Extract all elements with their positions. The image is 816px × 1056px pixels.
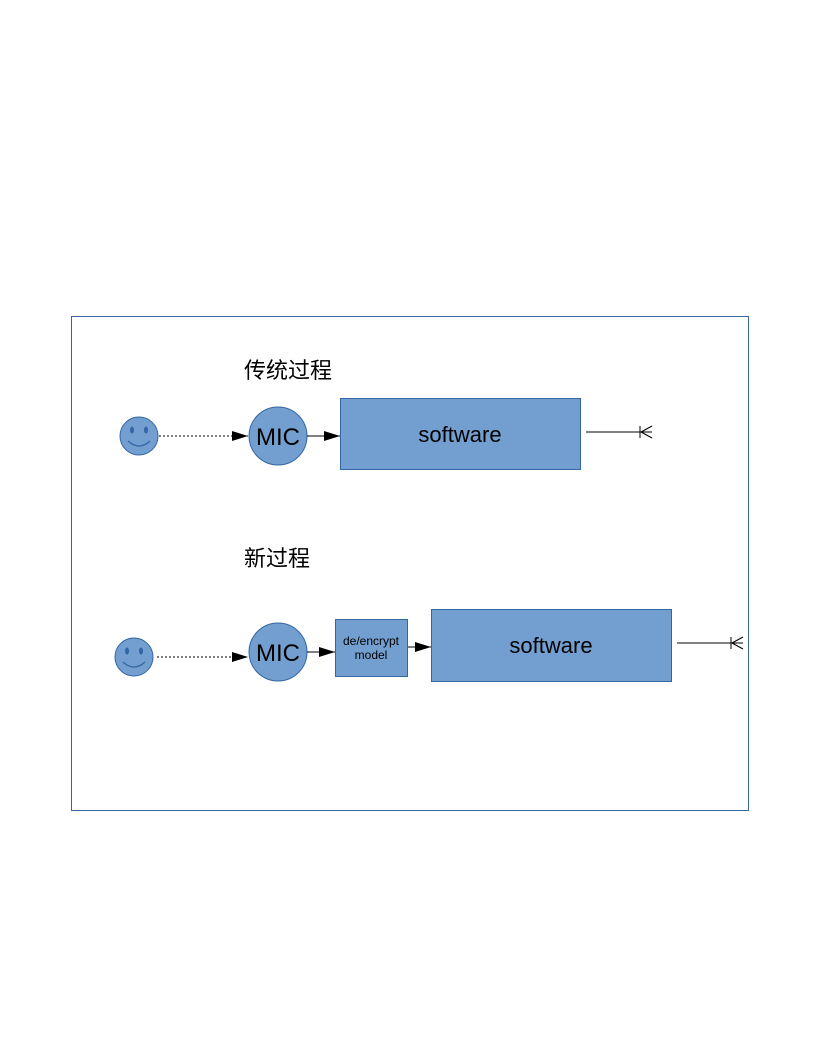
encrypt-label-line2: model [355,648,388,662]
smiley-icon [119,416,159,456]
new-process-title: 新过程 [244,547,310,572]
mic-node: MIC [248,622,308,682]
software-label: software [509,633,592,658]
mic-node: MIC [248,406,308,466]
encrypt-model-box: de/encrypt model [335,619,408,677]
mic-label: MIC [256,640,300,667]
software-box: software [340,398,581,470]
software-box: software [431,609,672,682]
mic-label: MIC [256,424,300,451]
smiley-icon [114,637,154,677]
crows-foot-connector-icon [677,636,744,650]
crows-foot-connector-icon [586,425,653,439]
new-process: 新过程 MIC de/encrypt model software [114,547,744,682]
software-label: software [418,422,501,447]
traditional-process-title: 传统过程 [244,359,332,384]
encrypt-label-line1: de/encrypt [343,634,400,648]
traditional-process: 传统过程 MIC software [119,359,653,470]
diagram-frame [71,316,749,811]
